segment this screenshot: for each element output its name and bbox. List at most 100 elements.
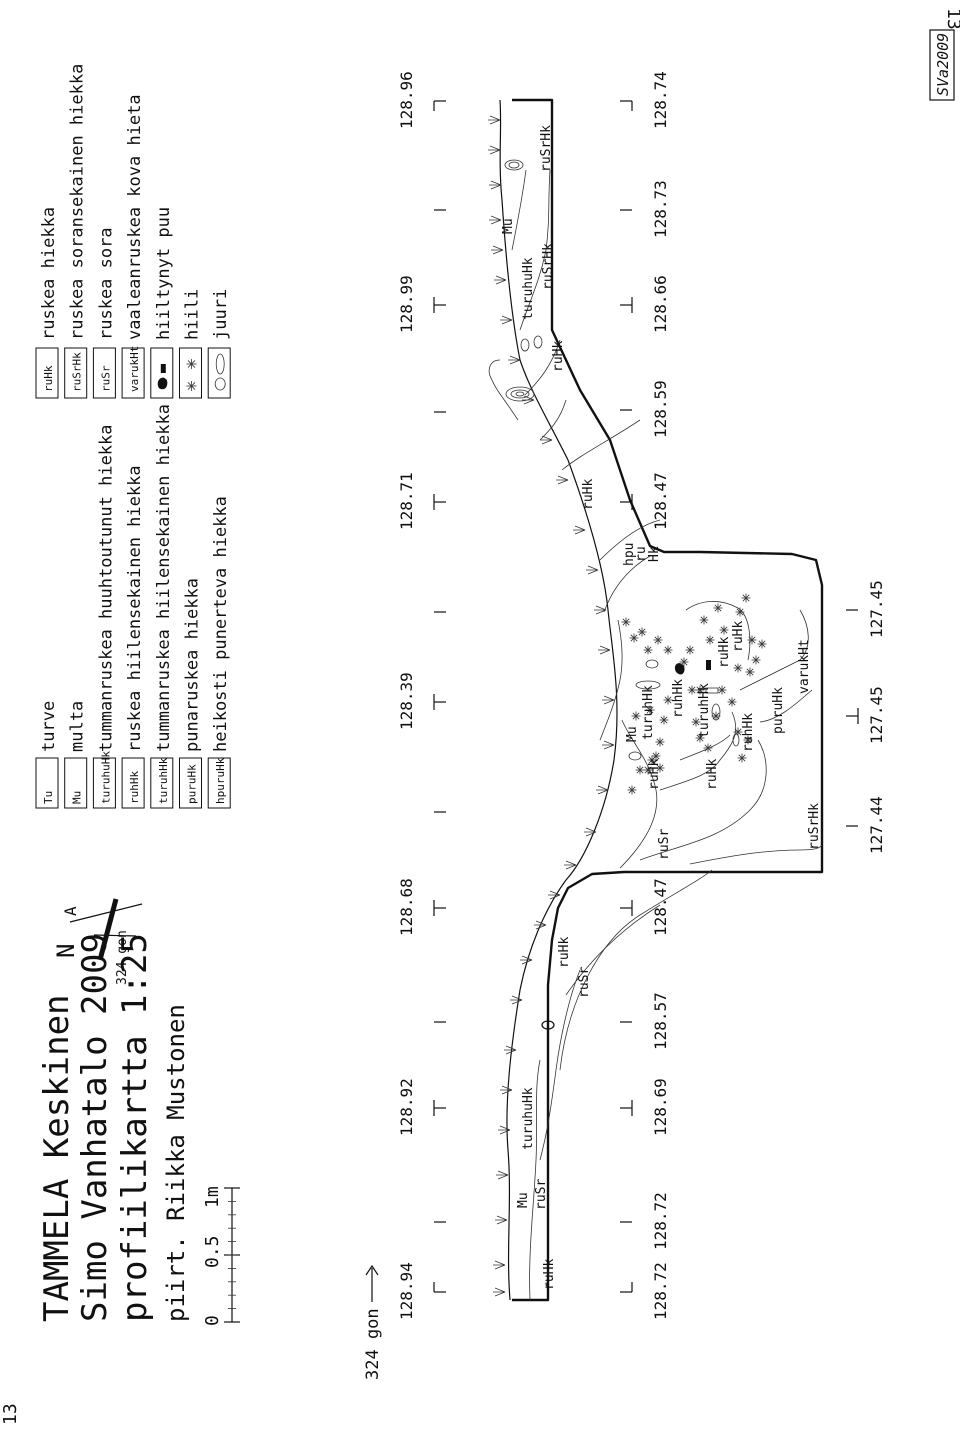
elevation-bottom-marker: 128.47 [620, 472, 670, 530]
charcoal-star [663, 645, 673, 655]
charcoal-star [651, 751, 661, 761]
charcoal-star [627, 785, 637, 795]
legend-code: Tu [42, 791, 55, 804]
charcoal-star [655, 737, 665, 747]
charcoal-symbol [186, 359, 197, 391]
vegetation-tick [489, 215, 502, 225]
layer-label: ruHk [581, 479, 596, 510]
charcoal-star [663, 695, 673, 705]
layer-label: ruHk [551, 341, 566, 372]
vegetation-tick [540, 435, 553, 445]
page-number-top-left: 13 [0, 1403, 21, 1425]
scale-label-1m: 1m [202, 1186, 223, 1208]
layer-label: turuhuHk [521, 1087, 536, 1150]
legend-code: turuhuHk [99, 751, 112, 804]
elevation-bottom-marker: 128.72 [620, 1192, 670, 1250]
vegetation-tick [594, 605, 607, 615]
charcoal-star [643, 645, 653, 655]
elevation-pit-marker: 127.44 [846, 796, 886, 854]
legend-text: ruskea sora [96, 227, 116, 340]
layer-label: ruhHk [671, 679, 686, 718]
charcoal-star [655, 763, 665, 773]
elevation-bottom-marker: 128.72 [620, 1262, 670, 1320]
legend-code: puruHk [186, 764, 199, 804]
charcoal-star [741, 593, 751, 603]
legend-text: ruskea hiekka [39, 207, 59, 340]
legend-text: hiiltynyt puu [154, 207, 174, 340]
vegetation-tick [494, 275, 507, 285]
elevation-label: 127.45 [867, 580, 886, 638]
vegetation-tick [488, 145, 501, 155]
elevation-bottom-marker: 128.59 [620, 380, 670, 438]
elevation-label: 127.45 [867, 686, 886, 744]
signature-box: SVa2009 [929, 29, 955, 101]
legend-code: ruHk [42, 365, 55, 392]
elevation-label: 128.68 [397, 878, 416, 936]
author-credit: piirt. Riikka Mustonen [162, 1004, 190, 1322]
elevation-bottom-marker: 128.74 [620, 71, 670, 129]
title-line-2: Simo Vanhatalo 2009 [75, 933, 115, 1322]
layer-label: ruHk [731, 621, 746, 652]
legend-code: ruSr [99, 365, 112, 392]
vegetation-tick [495, 1215, 508, 1225]
layer-label: ruHk [705, 759, 720, 790]
elevation-label: 128.94 [397, 1262, 416, 1320]
charcoal-symbols [621, 593, 767, 795]
charcoal-star [659, 715, 669, 725]
vegetation-tick [488, 115, 501, 125]
charcoal-star [653, 635, 663, 645]
elevation-top-marker: 128.39 [397, 672, 446, 730]
layer-label: puruHk [771, 687, 786, 734]
elevation-top-marker: 128.71 [397, 472, 446, 530]
legend-right-item: hiiltynyt puu [150, 207, 174, 399]
legend-left-item: puruHk punaruskea hiekka [179, 578, 203, 809]
elevation-label: 128.99 [397, 275, 416, 333]
elevation-bottom-marker: 128.73 [620, 180, 670, 238]
elevation-bottom-marker: 128.57 [620, 992, 670, 1050]
layer-label: varukHt [797, 639, 812, 694]
vegetation-tick [500, 315, 513, 325]
elevation-markers-top: 128.94128.92128.68128.39128.71128.99128.… [397, 71, 446, 1320]
legend-text: tummanruskea hiilensekainen hiekka [154, 404, 174, 752]
elevation-label: 127.44 [867, 796, 886, 854]
charcoal-star [695, 733, 705, 743]
scale-bar: 0 0.5 1m [202, 1186, 240, 1326]
legend-text: punaruskea hiekka [183, 578, 203, 752]
elevation-pit-marker: 127.45 [846, 686, 886, 744]
vegetation-tick [564, 860, 577, 870]
vegetation-tick [520, 955, 533, 965]
charcoal-star [745, 667, 755, 677]
elevation-label: 128.57 [651, 992, 670, 1050]
charcoal-star [679, 657, 689, 667]
scale-label-05: 0.5 [202, 1235, 223, 1268]
charcoal-star [703, 743, 713, 753]
vegetation-tick [498, 1125, 511, 1135]
elevation-label: 128.39 [397, 672, 416, 730]
elevation-label: 128.92 [397, 1078, 416, 1136]
layer-label: ruHk [557, 937, 572, 968]
legend-text: hiili [183, 289, 203, 340]
charcoal-star [711, 711, 721, 721]
elevation-bottom-marker: 128.66 [620, 275, 670, 333]
vegetation-tick [504, 1045, 517, 1055]
charcoal-star [737, 753, 747, 763]
elevation-label: 128.47 [651, 878, 670, 936]
vegetation-tick [493, 1287, 506, 1297]
charcoal-star [727, 697, 737, 707]
layer-label: ruHk [717, 637, 732, 668]
charcoal-star [685, 645, 695, 655]
layer-label: Mu [501, 218, 516, 234]
charcoal-star [713, 603, 723, 613]
vegetation-tick [602, 695, 615, 705]
title-line-1: TAMMELA Keskinen [37, 994, 77, 1322]
elevation-label: 128.71 [397, 472, 416, 530]
charcoal-star [743, 735, 753, 745]
